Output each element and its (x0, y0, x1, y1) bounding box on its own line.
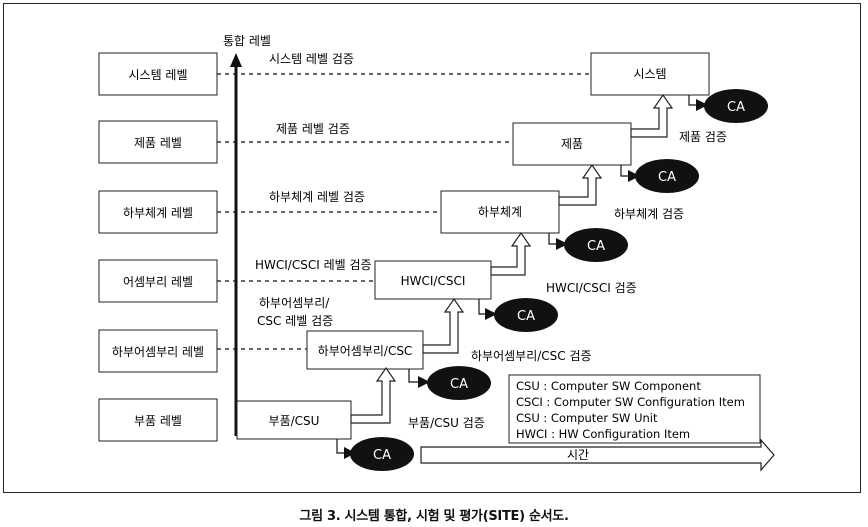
diagram-frame: 통합 레벨 시간 시스템 레벨 제품 레벨 하부체계 레벨 어셈부리 레벨 하부… (3, 3, 861, 493)
svg-text:어셈부리 레벨: 어셈부리 레벨 (123, 275, 193, 289)
verification-label-subassembly-csc: 하부어셈부리/CSC 검증 (471, 349, 592, 363)
ca-oval-product: CA (635, 159, 699, 193)
svg-text:CA: CA (517, 309, 535, 324)
component-box-subsystem: 하부체계 (440, 190, 560, 234)
ca-oval-part: CA (350, 437, 414, 471)
verification-label-subassembly-level-line2: CSC 레벨 검증 (257, 314, 333, 328)
level-box-subsystem: 하부체계 레벨 (98, 190, 218, 234)
component-box-part-csu: 부품/CSU (236, 400, 352, 440)
svg-text:CA: CA (727, 100, 745, 115)
level-box-product: 제품 레벨 (98, 120, 218, 164)
verification-label-hwci-csci-level: HWCI/CSCI 레벨 검증 (255, 258, 372, 272)
ca-connector-product (620, 165, 640, 182)
site-flow-diagram: 통합 레벨 시간 시스템 레벨 제품 레벨 하부체계 레벨 어셈부리 레벨 하부… (98, 34, 775, 472)
integration-arrow-hwci-to-subsystem (490, 231, 532, 276)
svg-text:HWCI/CSCI: HWCI/CSCI (401, 274, 466, 288)
verification-label-subassembly-level-line1: 하부어셈부리/ (259, 296, 330, 310)
verification-label-product-level: 제품 레벨 검증 (276, 122, 350, 136)
ca-oval-subassembly: CA (427, 366, 491, 400)
integration-arrow-subsystem-to-product (558, 163, 603, 206)
integration-arrow-part-to-subassembly (350, 366, 397, 424)
ca-connector-system (688, 95, 708, 111)
verification-label-system-level: 시스템 레벨 검증 (269, 52, 354, 66)
integration-level-axis-label: 통합 레벨 (223, 34, 271, 48)
component-box-subassembly-csc: 하부어셈부리/CSC (306, 330, 424, 370)
svg-text:부품 레벨: 부품 레벨 (134, 414, 182, 428)
legend-box: CSU : Computer SW Component CSCI : Compu… (508, 374, 761, 444)
svg-text:제품: 제품 (561, 137, 583, 151)
svg-text:CA: CA (373, 448, 391, 463)
svg-text:제품 레벨: 제품 레벨 (134, 136, 182, 150)
svg-text:하부체계: 하부체계 (478, 205, 522, 219)
component-box-hwci-csci: HWCI/CSCI (374, 260, 492, 300)
level-box-system: 시스템 레벨 (98, 52, 218, 96)
time-arrow-label: 시간 (567, 448, 589, 462)
ca-connector-hwci (478, 299, 497, 320)
svg-text:부품/CSU: 부품/CSU (269, 414, 320, 428)
component-box-product: 제품 (512, 122, 632, 166)
verification-label-subsystem-level: 하부체계 레벨 검증 (269, 190, 365, 204)
integration-arrow-subassembly-to-hwci (422, 297, 465, 354)
svg-text:시스템: 시스템 (633, 67, 666, 81)
integration-arrow-product-to-system (630, 93, 674, 138)
level-box-assembly: 어셈부리 레벨 (98, 259, 218, 303)
legend-item: CSU : Computer SW Unit (516, 411, 658, 425)
svg-text:CA: CA (587, 239, 605, 254)
svg-text:하부어셈부리 레벨: 하부어셈부리 레벨 (112, 345, 204, 359)
verification-label-part-csu: 부품/CSU 검증 (408, 416, 485, 430)
legend-item: HWCI : HW Configuration Item (516, 427, 690, 441)
svg-text:시스템 레벨: 시스템 레벨 (128, 68, 187, 82)
svg-text:하부체계 레벨: 하부체계 레벨 (123, 206, 193, 220)
verification-label-product: 제품 검증 (679, 130, 727, 144)
verification-label-hwci-csci: HWCI/CSCI 검증 (546, 281, 637, 295)
ca-oval-system: CA (704, 89, 768, 123)
level-box-part: 부품 레벨 (98, 398, 218, 442)
legend-item: CSCI : Computer SW Configuration Item (516, 395, 745, 409)
svg-text:CA: CA (450, 377, 468, 392)
ca-connector-part (336, 439, 356, 459)
ca-connector-subsystem (548, 233, 568, 250)
svg-text:CA: CA (658, 170, 676, 185)
integration-level-axis-arrowhead (230, 53, 242, 67)
level-box-subassembly: 하부어셈부리 레벨 (98, 329, 218, 373)
component-box-system: 시스템 (590, 52, 710, 96)
ca-oval-subsystem: CA (564, 228, 628, 262)
ca-oval-hwci-csci: CA (494, 298, 558, 332)
svg-text:하부어셈부리/CSC: 하부어셈부리/CSC (318, 344, 413, 358)
ca-connector-subassembly (408, 369, 430, 388)
time-arrow (420, 438, 775, 472)
figure-caption: 그림 3. 시스템 통합, 시험 및 평가(SITE) 순서도. (299, 509, 569, 524)
legend-item: CSU : Computer SW Component (516, 379, 701, 393)
verification-label-subsystem: 하부체계 검증 (614, 207, 684, 221)
